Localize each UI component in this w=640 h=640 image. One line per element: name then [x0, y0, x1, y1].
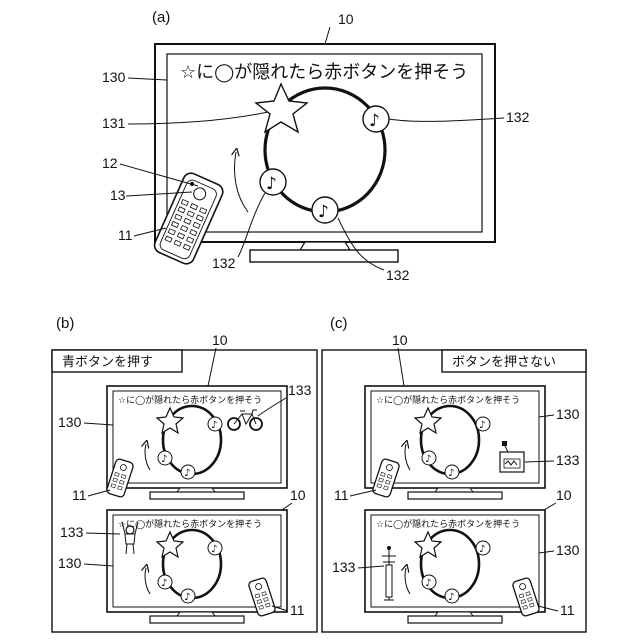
svg-text:♪: ♪ [211, 544, 217, 555]
panel-a-label: (a) [152, 9, 170, 26]
ref-obj-c1: 133 [556, 452, 580, 468]
ref-tv-a: 10 [338, 11, 354, 27]
ref-tv-c2: 10 [556, 487, 572, 503]
ref-remote-c1: 11 [334, 487, 349, 503]
music-note-icon: ♪ [445, 589, 459, 603]
panel-c-label: (c) [330, 315, 348, 332]
panel-b: (b) 青ボタンを押す 10 ☆に◯が隠れたら赤ボタンを押そう ♪ ♪ ♪ 13… [52, 315, 317, 632]
music-note-icon: ♪ [181, 465, 195, 479]
ref-obj-c2: 133 [332, 559, 356, 575]
svg-text:♪: ♪ [184, 592, 190, 603]
ref-note-a3: 132 [386, 267, 410, 283]
svg-text:♪: ♪ [448, 468, 454, 479]
music-note-icon: ♪ [476, 541, 490, 555]
music-note-icon: ♪ [208, 417, 222, 431]
music-note-icon: ♪ [476, 417, 490, 431]
panel-c: (c) ボタンを押さない 10 ☆に◯が隠れたら赤ボタンを押そう ♪ ♪ ♪ 1… [322, 315, 586, 632]
svg-text:♪: ♪ [425, 454, 431, 465]
ref-obj-b1: 133 [288, 382, 312, 398]
ref-screen-b2: 130 [58, 555, 82, 571]
tv-stand-a [250, 250, 398, 262]
ref-screen-c2: 130 [556, 542, 580, 558]
music-note-icon: ♪ [422, 575, 436, 589]
ref-screen-c1: 130 [556, 406, 580, 422]
music-note-icon: ♪ [260, 169, 286, 195]
ref-tv-b1: 10 [212, 332, 228, 348]
ref-remote-b1: 11 [72, 487, 87, 503]
panel-a: (a) 10 ☆に◯が隠れたら赤ボタンを押そう ♪ ♪ ♪ [102, 9, 530, 283]
instruction-b1: ☆に◯が隠れたら赤ボタンを押そう [118, 394, 262, 406]
music-note-icon: ♪ [363, 106, 389, 132]
ref-screen-b1: 130 [58, 414, 82, 430]
svg-text:♪: ♪ [425, 578, 431, 589]
panel-b-label: (b) [56, 315, 74, 332]
ref-remote-a: 11 [118, 227, 133, 243]
music-note-icon: ♪ [181, 589, 195, 603]
ref-note-a2: 132 [212, 255, 236, 271]
instruction-b2: ☆に◯が隠れたら赤ボタンを押そう [118, 518, 262, 530]
panel-c-header: ボタンを押さない [452, 355, 556, 370]
ref-12: 12 [102, 155, 118, 171]
music-note-icon: ♪ [208, 541, 222, 555]
instruction-c1: ☆に◯が隠れたら赤ボタンを押そう [376, 394, 520, 406]
ref-star-a: 131 [102, 115, 126, 131]
ref-remote-c2: 11 [560, 602, 575, 618]
svg-text:♪: ♪ [369, 111, 380, 131]
svg-text:♪: ♪ [161, 454, 167, 465]
ref-13: 13 [110, 187, 126, 203]
ref-tv-c1: 10 [392, 332, 408, 348]
music-note-icon: ♪ [158, 451, 172, 465]
ref-remote-b2: 11 [290, 602, 305, 618]
svg-text:♪: ♪ [266, 174, 277, 194]
svg-text:♪: ♪ [479, 420, 485, 431]
ref-screen-a: 130 [102, 69, 126, 85]
music-note-icon: ♪ [158, 575, 172, 589]
ref-tv-b2: 10 [290, 487, 306, 503]
svg-text:♪: ♪ [184, 468, 190, 479]
ref-obj-b2: 133 [60, 524, 84, 540]
svg-text:♪: ♪ [318, 202, 329, 222]
panel-b-header: 青ボタンを押す [62, 355, 153, 370]
svg-text:♪: ♪ [211, 420, 217, 431]
instruction-c2: ☆に◯が隠れたら赤ボタンを押そう [376, 518, 520, 530]
music-note-icon: ♪ [312, 197, 338, 223]
svg-text:♪: ♪ [448, 592, 454, 603]
svg-text:♪: ♪ [161, 578, 167, 589]
music-note-icon: ♪ [422, 451, 436, 465]
instruction-a: ☆に◯が隠れたら赤ボタンを押そう [180, 62, 468, 83]
music-note-icon: ♪ [445, 465, 459, 479]
ref-note-a1: 132 [506, 109, 530, 125]
svg-text:♪: ♪ [479, 544, 485, 555]
